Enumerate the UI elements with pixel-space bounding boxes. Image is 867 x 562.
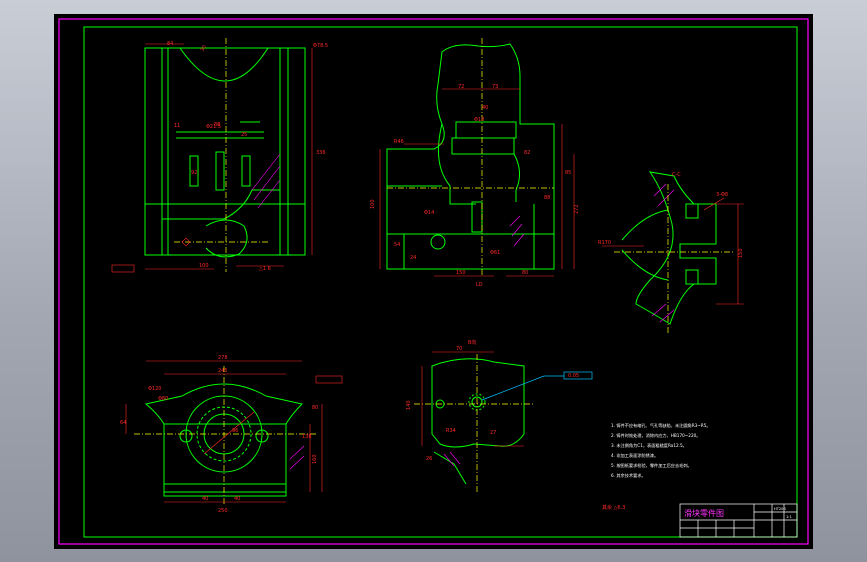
title-block-scale: 1:1 — [786, 515, 792, 519]
detail-dim-27: 27 — [490, 430, 496, 436]
front-dim-84: 84 — [167, 41, 173, 47]
side-dim-phi18: Φ18 — [474, 117, 484, 123]
top-dim-245: 245 — [218, 368, 228, 374]
title-block — [679, 503, 798, 538]
side-dim-40: 40 — [482, 105, 488, 111]
front-view — [144, 47, 306, 258]
front-view-dims: 84 Φ78.5 30 Φ21.5 92 25 88 11 336 100 △1… — [167, 41, 328, 272]
section-view-hatch — [651, 183, 675, 323]
top-view-dims: 278 245 Φ120 Φ80 64 80 40 40 160 138 96 … — [120, 355, 318, 514]
section-view-label: C-C — [672, 172, 681, 178]
drawing-sheet: 84 Φ78.5 30 Φ21.5 92 25 88 11 336 100 △1… — [54, 14, 813, 549]
side-view — [386, 43, 555, 270]
note-line-1: 1. 铸件不应有缩孔、气孔等缺陷，未注圆角R3~R5。 — [611, 422, 711, 429]
side-dim-phi14: Φ14 — [424, 210, 434, 216]
detail-dim-140: 140 — [406, 400, 412, 410]
note-line-5: 5. 按图纸要求检验，零件加工后应去毛刺。 — [611, 462, 692, 469]
front-dim-92: 92 — [191, 170, 197, 176]
inner-border — [83, 26, 798, 538]
front-dim-11: 11 — [174, 123, 180, 129]
side-view-hatch — [509, 215, 525, 247]
detail-view-dims: B向 70 140 R34 27 26 0.05 — [406, 339, 579, 462]
top-dim-phi80: Φ80 — [158, 396, 168, 402]
front-dim-30: 30 — [200, 44, 208, 53]
detail-view-centerlines — [414, 354, 534, 494]
side-view-centerlines — [387, 38, 554, 276]
roughness-note: 其余 △6.3 — [602, 504, 625, 511]
top-dim-138: 138 — [302, 434, 312, 440]
side-dim-150: 150 — [456, 270, 466, 276]
side-dim-82: 82 — [524, 150, 530, 156]
top-dim-40b: 40 — [234, 496, 240, 502]
detail-dim-70: 70 — [456, 346, 462, 352]
side-dim-85: 85 — [565, 170, 571, 176]
side-dim-72: 72 — [458, 84, 464, 90]
top-dim-40a: 40 — [202, 496, 208, 502]
side-dim-54: 54 — [394, 242, 400, 248]
note-line-6: 6. 其余技术要求。 — [611, 472, 646, 479]
cad-drawing: 84 Φ78.5 30 Φ21.5 92 25 88 11 336 100 △1… — [58, 18, 809, 545]
section-dim-r170: R170 — [598, 240, 611, 246]
top-dim-278: 278 — [218, 355, 228, 361]
side-dim-24: 24 — [410, 255, 416, 261]
detail-view-dim-lines — [421, 351, 524, 447]
front-view-hatch — [251, 153, 281, 209]
section-dim-150: 150 — [738, 248, 744, 258]
front-dim-25: 25 — [241, 132, 247, 138]
top-dim-64: 64 — [120, 420, 126, 426]
side-dim-r46: R46 — [394, 139, 404, 145]
side-dim-100: 100 — [370, 199, 376, 209]
top-dim-160: 160 — [312, 454, 318, 464]
detail-dim-26: 26 — [426, 456, 432, 462]
front-view-centerlines — [174, 38, 269, 272]
section-view — [621, 171, 717, 325]
detail-view — [431, 358, 525, 485]
top-dim-250: 250 — [218, 508, 228, 514]
front-dim-phi21: Φ21.5 — [206, 124, 221, 130]
detail-tolerance: 0.05 — [568, 373, 579, 379]
top-dim-96: 96 — [232, 428, 238, 434]
side-dim-88: 88 — [544, 195, 550, 201]
side-view-dim-lines — [379, 88, 575, 277]
side-view-dims: 72 73 40 Φ18 R46 100 82 Φ14 54 150 80 88… — [370, 84, 580, 288]
section-view-centerlines — [614, 184, 734, 334]
side-view-label: LD — [476, 282, 483, 288]
side-dim-80: 80 — [522, 270, 528, 276]
front-dim-100: 100 — [199, 263, 209, 269]
detail-view-leader — [481, 371, 593, 401]
detail-dim-r34: R34 — [446, 428, 456, 434]
front-dim-roughness: △1.6 — [259, 266, 271, 272]
side-dim-phi61: Φ61 — [490, 250, 500, 256]
top-view-dim-lines — [125, 360, 343, 503]
note-line-4: 4. 非加工表面涂防锈漆。 — [611, 452, 658, 459]
note-line-3: 3. 未注倒角为C1，表面粗糙度Ra12.5。 — [611, 442, 687, 449]
title-block-title: 滑块零件图 — [684, 508, 724, 518]
section-view-dim-lines — [602, 197, 744, 305]
outer-border — [58, 18, 809, 545]
section-dim-3phi8: 3-Φ8 — [716, 192, 728, 198]
section-view-dims: C-C R170 3-Φ8 150 — [598, 172, 744, 258]
note-line-2: 2. 铸件时效处理，消除内应力，HB170~220。 — [611, 432, 700, 439]
side-dim-272: 272 — [574, 204, 580, 214]
front-dim-88: 88 — [214, 122, 220, 128]
top-view-hatch — [289, 445, 305, 470]
top-dim-phi120: Φ120 — [148, 386, 161, 392]
front-view-dim-lines — [111, 43, 313, 273]
technical-notes: 1. 铸件不应有缩孔、气孔等缺陷，未注圆角R3~R5。 2. 铸件时效处理，消除… — [611, 422, 711, 479]
title-block-material: HT200 — [774, 507, 786, 511]
top-dim-80: 80 — [312, 405, 318, 411]
detail-view-label: B向 — [468, 339, 476, 346]
detail-view-hatch — [443, 451, 461, 467]
top-view-centerlines — [134, 366, 316, 504]
side-dim-73: 73 — [492, 84, 498, 90]
front-dim-phi78: Φ78.5 — [313, 43, 328, 49]
front-dim-336: 336 — [316, 150, 326, 156]
